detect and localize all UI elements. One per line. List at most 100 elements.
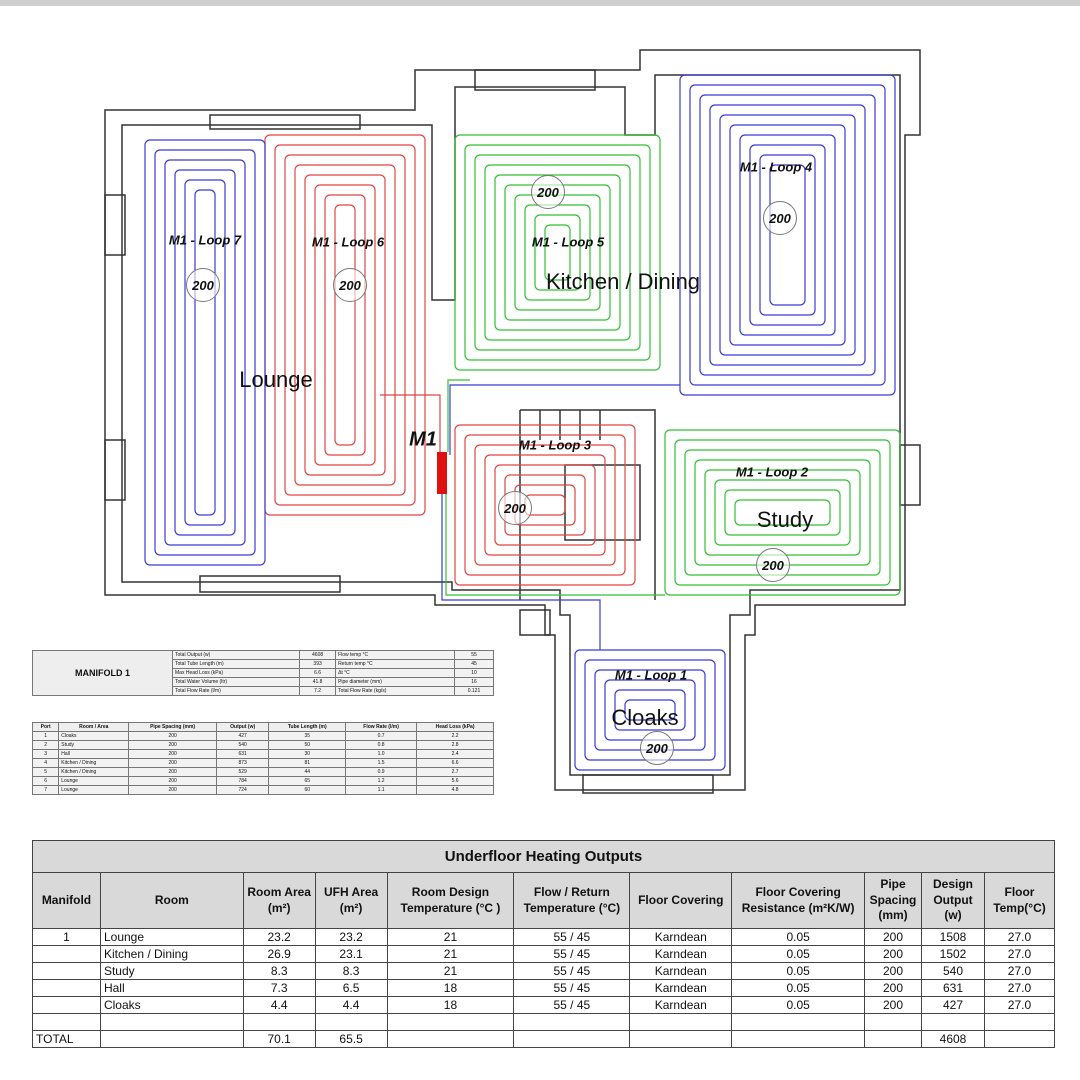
table-cell: 4608 [299,650,337,660]
loop-6-spacing: 200 [333,268,367,302]
table-cell: 1 [31,731,60,741]
table-cell [99,1030,244,1048]
column-header: Room Area (m²) [242,872,316,929]
loop-4-pipe [709,104,866,366]
loop-7-pipe [144,139,266,566]
table-cell: 41.8 [299,677,337,687]
table-cell: 0.8 [345,740,418,750]
loop-6-pipe [274,144,416,506]
column-header: Tube Length (m) [268,722,347,732]
table-cell: Lounge [58,776,130,786]
feed-pipe [441,494,601,650]
feed-pipe [447,379,470,452]
table-cell: 26.9 [242,945,316,963]
table-cell: 55 [453,650,495,660]
table-cell: Study [58,740,130,750]
table-cell [32,962,101,980]
table-cell [32,1013,101,1031]
table-cell: 18 [386,996,515,1014]
column-header: Pipe Spacing (mm) [864,872,923,929]
heating-loops [144,74,901,771]
loop-1-pipe [624,699,676,721]
table-cell [99,1013,244,1031]
table-cell: 784 [215,776,270,786]
loop-6-label: M1 - Loop 6 [311,234,385,250]
table-cell: 4.8 [416,785,494,795]
loop-3-pipe [454,424,636,586]
column-header: Flow / Return Temperature (°C) [513,872,631,929]
loop-2-label: M1 - Loop 2 [735,464,809,480]
loop-5-pipe [484,164,631,341]
feed-pipe [445,494,665,596]
table-cell [731,1030,866,1048]
table-cell: 23.2 [314,928,388,946]
table-cell: 27.0 [983,928,1056,946]
table-cell: 18 [386,979,515,997]
table-cell: 427 [215,731,270,741]
table-cell [513,1030,631,1048]
table-cell: 200 [128,749,217,759]
table-cell: TOTAL [32,1030,101,1048]
table-cell: 2.4 [416,749,494,759]
table-cell: 200 [864,962,923,980]
loop-3-spacing: 200 [498,491,532,525]
table-cell: Lounge [58,785,130,795]
feed-pipe [449,384,680,455]
manifold-m1 [437,452,447,494]
loop-3-pipe [484,454,606,556]
loop-3-pipe [464,434,626,576]
table-cell: Pipe diameter (mm) [335,677,455,687]
table-cell: 0.7 [345,731,418,741]
table-cell: 200 [128,767,217,777]
table-cell: 0.121 [453,686,495,696]
table-cell: Kitchen / Dining [58,767,130,777]
table-cell: 70.1 [242,1030,316,1048]
loop-5-pipe [464,144,651,361]
table-cell: 1.1 [345,785,418,795]
loop-6-pipe [294,164,396,486]
table-cell: 200 [128,731,217,741]
table-cell: 23.1 [314,945,388,963]
loop-2-spacing: 200 [756,548,790,582]
table-cell: 8.3 [314,962,388,980]
table-cell: 55 / 45 [513,945,631,963]
table-cell [32,996,101,1014]
table-cell: Δt °C [335,668,455,678]
table-cell: 27.0 [983,945,1056,963]
table-cell: 1.0 [345,749,418,759]
table-cell: 4.4 [314,996,388,1014]
table-cell: 0.05 [731,928,866,946]
table-cell [314,1013,388,1031]
table-cell: 0.05 [731,996,866,1014]
table-cell: Hall [99,979,244,997]
loop-5-pipe [544,224,571,281]
table-cell [864,1030,923,1048]
table-cell: 55 / 45 [513,979,631,997]
table-cell: 724 [215,785,270,795]
loop-1-pipe [574,649,726,771]
loop-4-pipe [729,124,846,346]
loop-4-pipe [769,164,806,306]
table-cell: 1508 [921,928,985,946]
loop-7-pipe [164,159,246,546]
column-header: Port [31,722,60,732]
floor-plan [104,49,921,794]
loop-6-pipe [304,174,386,476]
table-cell [386,1030,515,1048]
table-cell: 4608 [921,1030,985,1048]
table-cell [629,1013,733,1031]
table-cell: 8.3 [242,962,316,980]
table-cell: Cloaks [58,731,130,741]
table-cell: 4.4 [242,996,316,1014]
table-cell: 21 [386,928,515,946]
